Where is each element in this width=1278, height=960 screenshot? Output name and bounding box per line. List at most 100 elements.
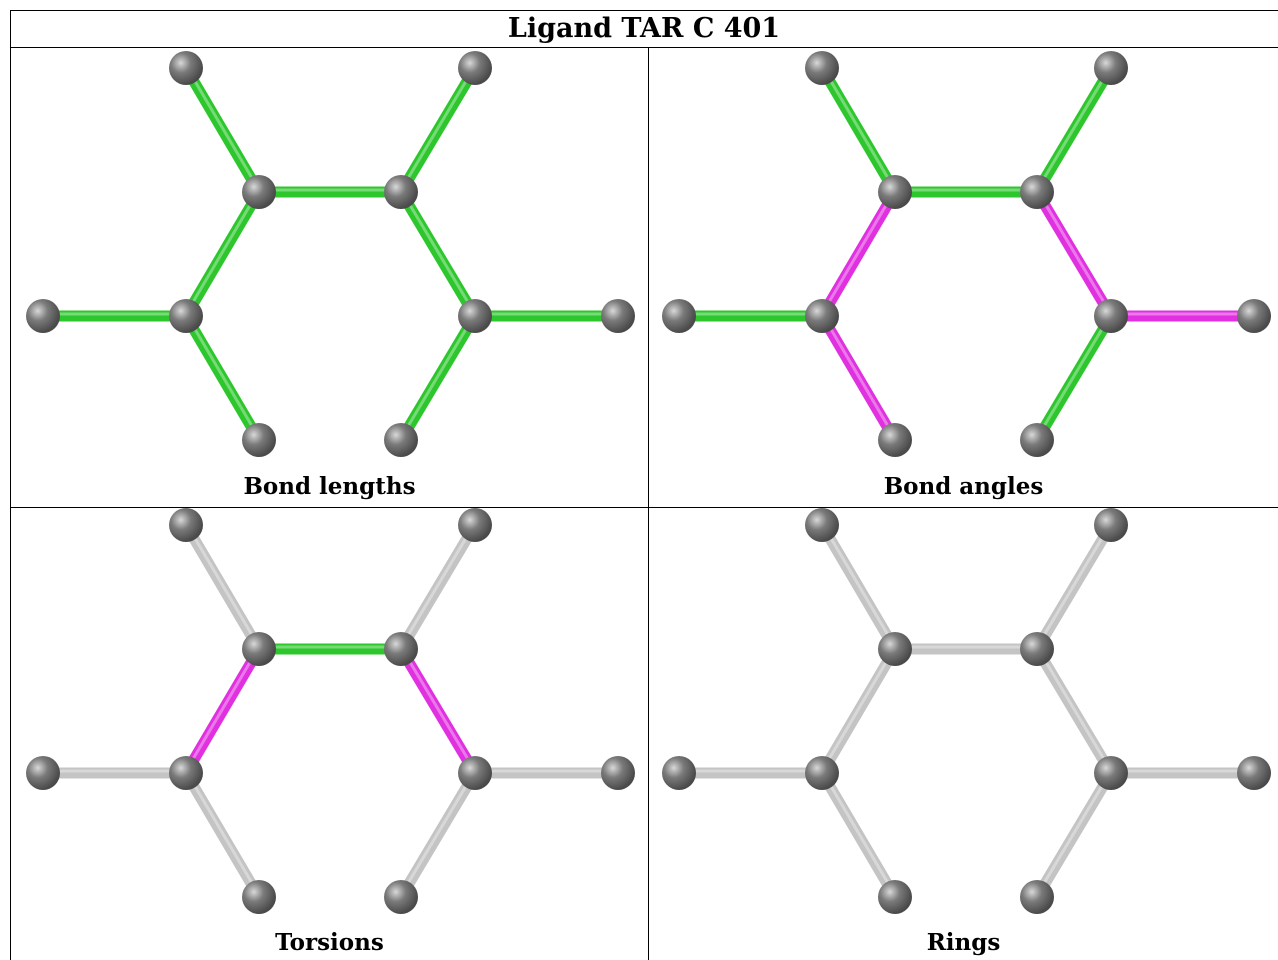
bond-highlight-a1-a5: [184, 65, 261, 191]
bond-highlight-a2-a6: [399, 522, 477, 648]
bond-highlight-a5-a7: [184, 646, 261, 772]
bond-a5-a7: [180, 643, 265, 779]
bond-highlight-a2-a6: [1035, 65, 1113, 191]
atom-a9: [878, 880, 912, 914]
atom-a1: [169, 51, 203, 85]
atom-a5: [242, 175, 276, 209]
atom-a8: [458, 299, 492, 333]
molecule-diagram-rings: [662, 508, 1271, 914]
bond-highlight-a2-a6: [1035, 522, 1113, 648]
bond-a7-a9: [180, 767, 265, 903]
atom-a5: [878, 632, 912, 666]
atom-a3: [26, 299, 60, 333]
atom-a8: [1094, 299, 1128, 333]
bond-a2-a6: [395, 519, 481, 655]
bond-highlight-a5-a7: [820, 646, 897, 772]
atom-a10: [384, 880, 418, 914]
column-divider: [648, 48, 649, 960]
bond-highlight-a5-a7: [184, 189, 261, 315]
atom-a10: [1020, 423, 1054, 457]
atom-a2: [1094, 51, 1128, 85]
caption-rings: Rings: [926, 929, 1001, 956]
bond-highlight-a7-a9: [820, 770, 897, 896]
atom-a7: [169, 299, 203, 333]
molecule-diagram-bond-angles: [662, 51, 1271, 457]
bond-a7-a9: [816, 767, 901, 903]
bond-a6-a8: [1031, 186, 1117, 322]
bond-highlight-a6-a8: [1035, 646, 1113, 772]
bond-highlight-a7-a9: [184, 770, 261, 896]
panel-torsions: Torsions: [11, 508, 648, 960]
panel-bond-angles: Bond angles: [649, 48, 1278, 507]
atom-a4: [601, 299, 635, 333]
caption-bond-angles: Bond angles: [883, 473, 1044, 500]
molecule-diagram-bond-lengths: [26, 51, 635, 457]
atom-a10: [384, 423, 418, 457]
bond-a1-a5: [816, 519, 901, 655]
panel-rings: Rings: [649, 508, 1278, 960]
atom-a5: [878, 175, 912, 209]
atom-a6: [384, 632, 418, 666]
caption-torsions: Torsions: [275, 929, 384, 956]
atom-a3: [662, 756, 696, 790]
atom-a9: [242, 880, 276, 914]
bond-a7-a9: [816, 310, 901, 446]
bond-highlight-a1-a5: [184, 522, 261, 648]
atom-a4: [1237, 756, 1271, 790]
atom-a2: [458, 508, 492, 542]
bond-highlight-a8-a10: [399, 770, 477, 896]
atom-a5: [242, 632, 276, 666]
atom-a4: [601, 756, 635, 790]
atom-a9: [242, 423, 276, 457]
bond-highlight-a1-a5: [820, 65, 897, 191]
atom-a7: [805, 756, 839, 790]
atom-a7: [805, 299, 839, 333]
bond-a7-a9: [180, 310, 265, 446]
bond-highlight-a6-a8: [399, 646, 477, 772]
bond-a8-a10: [1031, 310, 1117, 446]
atom-a4: [1237, 299, 1271, 333]
bond-a5-a7: [816, 186, 901, 322]
bond-highlight-a6-a8: [399, 189, 477, 315]
bond-highlight-a8-a10: [399, 313, 477, 439]
bond-highlight-a6-a8: [1035, 189, 1113, 315]
atom-a2: [1094, 508, 1128, 542]
bond-highlight-a8-a10: [1035, 770, 1113, 896]
bond-highlight-a5-a7: [820, 189, 897, 315]
atom-a2: [458, 51, 492, 85]
atom-a9: [878, 423, 912, 457]
atom-a3: [26, 756, 60, 790]
atom-a1: [805, 51, 839, 85]
bond-a6-a8: [395, 186, 481, 322]
bond-a6-a8: [1031, 643, 1117, 779]
bond-highlight-a8-a10: [1035, 313, 1113, 439]
atom-a3: [662, 299, 696, 333]
bond-a2-a6: [395, 62, 481, 198]
bond-highlight-a7-a9: [820, 313, 897, 439]
bond-highlight-a7-a9: [184, 313, 261, 439]
atom-a6: [384, 175, 418, 209]
bond-highlight-a1-a5: [820, 522, 897, 648]
atom-a7: [169, 756, 203, 790]
atom-a8: [458, 756, 492, 790]
bond-a6-a8: [395, 643, 481, 779]
molecule-diagram-torsions: [26, 508, 635, 914]
bond-a1-a5: [180, 62, 265, 198]
atom-a8: [1094, 756, 1128, 790]
atom-a6: [1020, 175, 1054, 209]
ligand-title: Ligand TAR C 401: [10, 10, 1278, 48]
bond-a2-a6: [1031, 519, 1117, 655]
atom-a1: [169, 508, 203, 542]
bond-a5-a7: [180, 186, 265, 322]
row-divider: [10, 507, 1278, 508]
panel-bond-lengths: Bond lengths: [11, 48, 648, 507]
bond-a8-a10: [1031, 767, 1117, 903]
bond-a5-a7: [816, 643, 901, 779]
bond-a8-a10: [395, 767, 481, 903]
bond-a1-a5: [816, 62, 901, 198]
caption-bond-lengths: Bond lengths: [243, 473, 416, 500]
bond-a2-a6: [1031, 62, 1117, 198]
table-frame: [10, 10, 1278, 960]
atom-a1: [805, 508, 839, 542]
atom-a10: [1020, 880, 1054, 914]
